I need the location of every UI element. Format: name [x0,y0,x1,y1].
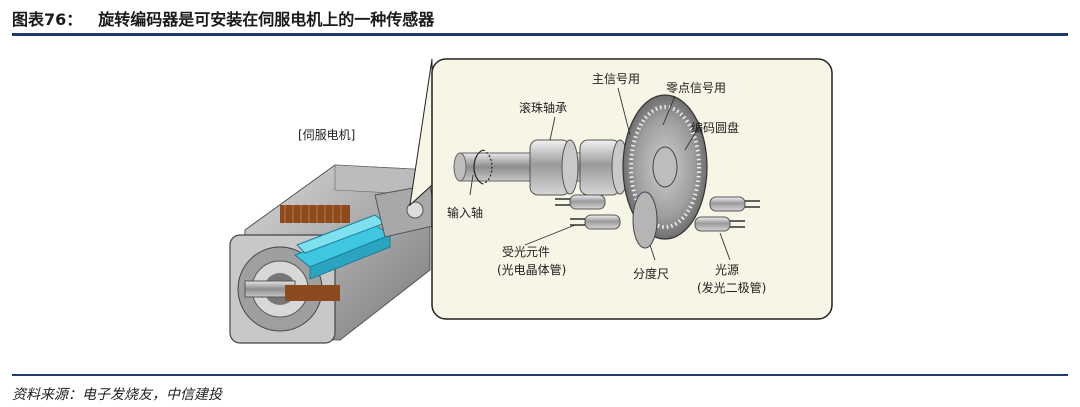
encoder-diagram: [伺服电机] [229,58,833,344]
label-receiver-line1: 受光元件 [502,245,550,259]
light-sources [694,196,760,232]
servo-motor-illustration: [伺服电机] [229,128,438,344]
encoder-zoom-panel: 主信号用 零点信号用 滚珠轴承 编码圆盘 输入轴 受光元件 (光电晶体管) 分度… [431,58,833,320]
top-divider [12,33,1068,36]
rotation-arrow [473,149,484,185]
figure-number: 图表76： [12,10,83,29]
bottom-divider [12,374,1068,376]
scale-plate [632,191,658,249]
copper-windings [280,205,350,301]
leader-lines [469,87,731,261]
label-light-source-line1: 光源 [715,263,739,277]
figure-title-text: 旋转编码器是可安装在伺服电机上的一种传感器 [98,10,435,29]
figure-title: 图表76： 旋转编码器是可安装在伺服电机上的一种传感器 [12,6,434,30]
motor-label: [伺服电机] [298,128,355,142]
label-ball-bearing: 滚珠轴承 [519,100,567,115]
ball-bearings [529,139,629,196]
label-code-disc: 编码圆盘 [691,120,739,135]
label-input-shaft: 输入轴 [447,205,483,220]
label-zero-signal: 零点信号用 [666,81,726,95]
light-receivers [555,194,621,230]
label-main-signal: 主信号用 [592,72,640,86]
label-light-source-line2: (发光二极管) [697,280,766,295]
label-receiver-line2: (光电晶体管) [497,262,566,277]
rotor-magnets [294,214,392,280]
label-scale: 分度尺 [633,266,669,281]
callout-pointer [409,58,433,207]
source-note: 资料来源：电子发烧友，中信建投 [12,387,222,403]
